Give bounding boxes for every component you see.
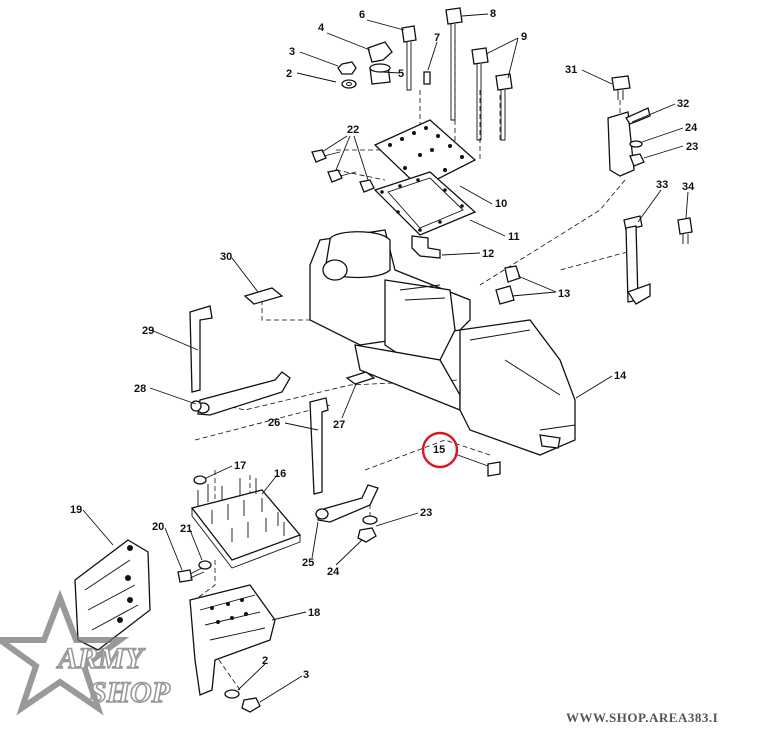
label-25: 25 bbox=[302, 557, 314, 569]
bracket-plate-16 bbox=[190, 478, 302, 569]
top-fittings bbox=[337, 7, 513, 141]
label-10: 10 bbox=[495, 198, 507, 210]
leader-lines bbox=[82, 13, 689, 703]
label-31: 31 bbox=[565, 64, 577, 76]
label-22: 22 bbox=[347, 124, 359, 136]
bracket-28 bbox=[190, 371, 291, 416]
label-11: 11 bbox=[508, 231, 520, 243]
bracket-12 bbox=[411, 235, 441, 259]
strap-29 bbox=[189, 305, 213, 393]
label-20: 20 bbox=[152, 521, 164, 533]
label-4: 4 bbox=[318, 22, 325, 34]
label-3: 3 bbox=[289, 46, 295, 58]
label-33: 33 bbox=[656, 179, 668, 191]
tank-assembly bbox=[309, 229, 576, 456]
cover-plate-10 bbox=[373, 119, 477, 189]
label-23-bottom: 23 bbox=[420, 507, 432, 519]
watermark-url: WWW.SHOP.AREA383.I bbox=[566, 710, 718, 725]
label-8: 8 bbox=[490, 8, 496, 20]
star-icon bbox=[0, 589, 130, 716]
label-19: 19 bbox=[70, 504, 82, 516]
gasket-11 bbox=[373, 171, 477, 236]
label-2-bottom: 2 bbox=[262, 655, 268, 667]
bracket-25 bbox=[315, 484, 379, 523]
label-16: 16 bbox=[274, 468, 286, 480]
label-9: 9 bbox=[521, 31, 527, 43]
label-12: 12 bbox=[482, 248, 494, 260]
fittings-13 bbox=[495, 265, 521, 305]
label-34: 34 bbox=[682, 181, 695, 193]
highlight-circle-15 bbox=[421, 431, 459, 469]
label-23-top: 23 bbox=[686, 141, 698, 153]
pads bbox=[243, 287, 376, 385]
label-32: 32 bbox=[677, 98, 689, 110]
nut-washer-bottom bbox=[224, 689, 261, 713]
bolts-22 bbox=[311, 149, 375, 193]
label-5: 5 bbox=[398, 68, 404, 80]
label-17: 17 bbox=[234, 460, 246, 472]
label-27: 27 bbox=[333, 419, 345, 431]
label-13: 13 bbox=[558, 288, 570, 300]
strap-26 bbox=[309, 397, 329, 495]
label-18: 18 bbox=[308, 607, 320, 619]
plate-19 bbox=[74, 539, 151, 651]
callout-labels: 2 3 4 5 6 7 8 9 10 11 12 13 14 15 16 17 … bbox=[70, 8, 698, 681]
label-28: 28 bbox=[134, 383, 146, 395]
bolt-20 bbox=[177, 560, 212, 583]
label-6: 6 bbox=[359, 9, 365, 21]
label-2: 2 bbox=[286, 68, 292, 80]
nut-washer-lower bbox=[357, 515, 378, 543]
watermark-line1: ARMY bbox=[56, 642, 146, 675]
label-24-top: 24 bbox=[685, 122, 698, 134]
army-shop-watermark: ARMY SHOP bbox=[0, 589, 171, 716]
label-21: 21 bbox=[180, 523, 192, 535]
bracket-18 bbox=[189, 584, 276, 696]
label-3-bottom: 3 bbox=[303, 669, 309, 681]
label-30: 30 bbox=[220, 251, 232, 263]
label-29: 29 bbox=[142, 325, 154, 337]
watermark-line2: SHOP bbox=[90, 676, 171, 709]
label-14: 14 bbox=[614, 370, 627, 382]
label-7: 7 bbox=[434, 32, 440, 44]
label-24-bottom: 24 bbox=[327, 566, 340, 578]
ring-17 bbox=[193, 475, 207, 485]
label-15: 15 bbox=[433, 444, 445, 456]
label-26: 26 bbox=[268, 417, 280, 429]
strap-33 bbox=[623, 215, 693, 305]
bolt-15 bbox=[487, 461, 501, 477]
bracket-32-assembly bbox=[607, 75, 651, 177]
